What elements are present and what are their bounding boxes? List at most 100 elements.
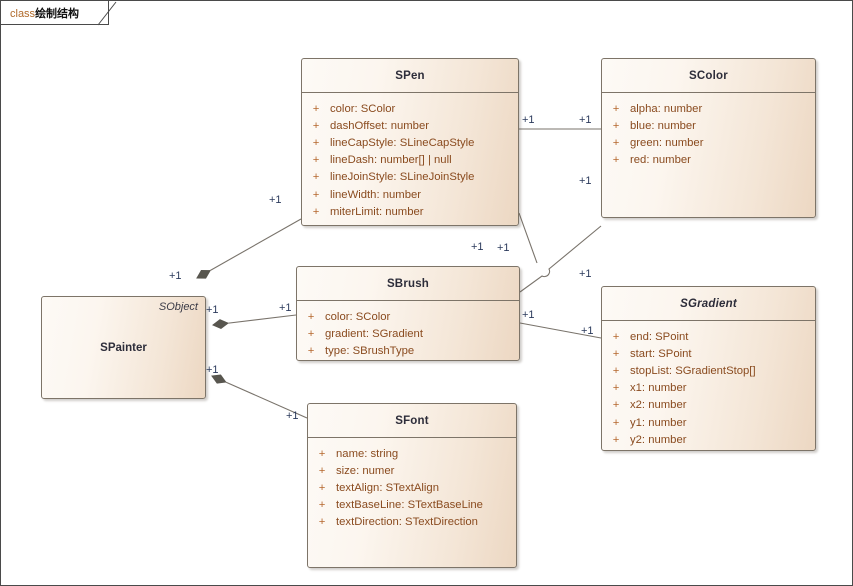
multiplicity-label: +1 [522, 309, 535, 321]
class-title-sgradient: SGradient [680, 297, 737, 310]
class-box-sfont[interactable]: SFont +name: string+size: numer+textAlig… [307, 403, 517, 568]
class-attribute-row: +gradient: SGradient [297, 325, 519, 342]
multiplicity-label: +1 [279, 302, 292, 314]
class-attribute-row: + stopList: SGradientStop[] [602, 362, 815, 379]
class-attribute-row: +miterLimit: number [302, 203, 518, 220]
attribute-signature: green: number [630, 136, 704, 149]
attribute-visibility: + [612, 154, 620, 167]
class-attributes-sbrush: + color: SColor +gradient: SGradient+type:… [297, 301, 519, 366]
attribute-signature: stopList: SGradientStop[] [630, 364, 756, 377]
class-attribute-row: + blue: number [602, 117, 815, 134]
class-title-sbrush: SBrush [386, 277, 430, 290]
attribute-signature: start: SPoint [630, 347, 692, 360]
attribute-visibility: + [312, 188, 320, 201]
class-header-scolor: SColor [602, 59, 815, 93]
class-attribute-row: + alpha: number [602, 100, 815, 117]
multiplicity-label: +1 [206, 304, 219, 316]
attribute-signature: name: string [336, 447, 399, 460]
attribute-signature: x2: number [630, 399, 687, 412]
attribute-signature: x1: number [630, 382, 687, 395]
class-header-sfont: SFont [308, 404, 516, 438]
diagram-tab-label-cn: 绘制结构 [35, 7, 80, 20]
connector-spainter-sfont[interactable] [212, 376, 308, 419]
class-attribute-row: +y1: number [602, 414, 815, 431]
attribute-visibility: + [312, 171, 320, 184]
class-header-sbrush: SBrush [297, 267, 519, 301]
attribute-signature: alpha: number [630, 102, 703, 115]
attribute-signature: textAlign: STextAlign [336, 481, 439, 494]
multiplicity-label: +1 [579, 175, 592, 187]
attribute-signature: lineCapStyle: SLineCapStyle [330, 136, 475, 149]
attribute-visibility: + [312, 205, 320, 218]
attribute-visibility: + [312, 136, 320, 149]
attribute-signature: dashOffset: number [330, 119, 430, 132]
multiplicity-label: +1 [581, 325, 594, 337]
class-attribute-row: + textAlign: STextAlign [308, 479, 516, 496]
attribute-visibility: + [318, 516, 326, 529]
attribute-visibility: + [612, 102, 620, 115]
class-attributes-spen: +color: SColor+dashOffset: number+lineCa… [302, 93, 518, 226]
attribute-visibility: + [612, 347, 620, 360]
attribute-visibility: + [312, 119, 320, 132]
attribute-signature: end: SPoint [630, 330, 689, 343]
attribute-visibility: + [318, 464, 326, 477]
class-box-spainter[interactable]: SObject SPainter [41, 296, 206, 399]
class-attribute-row: + start: SPoint [602, 345, 815, 362]
connector-spainter-sbrush[interactable] [213, 314, 297, 325]
multiplicity-label: +1 [522, 114, 535, 126]
connector-sbrush-scolor[interactable] [519, 225, 602, 293]
class-box-sbrush[interactable]: SBrush + color: SColor +gradient: SGradien… [296, 266, 520, 361]
attribute-visibility: + [612, 364, 620, 377]
multiplicity-label: +1 [471, 241, 484, 253]
multiplicity-label: +1 [579, 268, 592, 280]
class-attribute-row: + lineCapStyle: SLineCapStyle [302, 134, 518, 151]
multiplicity-label: +1 [497, 242, 510, 254]
class-attribute-row: +name: string [308, 445, 516, 462]
connector-spainter-spen[interactable] [197, 218, 302, 278]
class-box-sgradient[interactable]: SGradient + end: SPoint + start: SPoint + sto… [601, 286, 816, 451]
multiplicity-label: +1 [579, 114, 592, 126]
class-attribute-row: + green: number [602, 134, 815, 151]
diagram-tab-label: class绘制结构 [10, 5, 79, 21]
attribute-visibility: + [318, 499, 326, 512]
class-attribute-row: + x2: number [602, 397, 815, 414]
class-attributes-sfont: +name: string+size: numer+textAlign: STe… [308, 438, 516, 537]
diagram-tab[interactable]: class绘制结构 [1, 1, 109, 25]
class-attribute-row: + size: numer [308, 462, 516, 479]
attribute-visibility: + [612, 433, 620, 446]
class-header-spen: SPen [302, 59, 518, 93]
class-attributes-sgradient: + end: SPoint + start: SPoint + stopList: SGr… [602, 321, 815, 454]
class-attribute-row: +color: SColor [302, 100, 518, 117]
diagram-tab-label-en: class [10, 7, 36, 20]
multiplicity-label: +1 [169, 270, 182, 282]
class-title-spainter: SPainter [100, 341, 147, 354]
class-attribute-row: + end: SPoint [602, 328, 815, 345]
class-title-sfont: SFont [395, 414, 429, 427]
attribute-visibility: + [612, 399, 620, 412]
attribute-visibility: + [318, 481, 326, 494]
attribute-signature: color: SColor [325, 310, 391, 323]
attribute-visibility: + [612, 330, 620, 343]
attribute-signature: blue: number [630, 119, 696, 132]
attribute-visibility: + [612, 119, 620, 132]
class-attribute-row: +lineDash: number[] | null [302, 152, 518, 169]
attribute-visibility: + [612, 382, 620, 395]
class-attribute-row: +type: SBrushType [297, 342, 519, 359]
class-box-spen[interactable]: SPen +color: SColor+dashOffset: number+l… [301, 58, 519, 226]
attribute-visibility: + [307, 310, 315, 323]
class-attribute-row: +lineWidth: number [302, 186, 518, 203]
attribute-visibility: + [612, 416, 620, 429]
connector-sbrush-sgradient[interactable] [519, 322, 602, 339]
class-box-scolor[interactable]: SColor + alpha: number + blue: number + green… [601, 58, 816, 218]
attribute-signature: textDirection: STextDirection [336, 516, 478, 529]
class-attributes-scolor: + alpha: number + blue: number + green: numbe… [602, 93, 815, 175]
attribute-visibility: + [312, 102, 320, 115]
attribute-signature: size: numer [336, 464, 395, 477]
attribute-visibility: + [307, 327, 315, 340]
connector-spen-scolor-branch[interactable] [518, 212, 538, 264]
attribute-visibility: + [612, 136, 620, 149]
class-attribute-row: + color: SColor [297, 308, 519, 325]
diagram-tab-slant-icon [97, 1, 117, 26]
